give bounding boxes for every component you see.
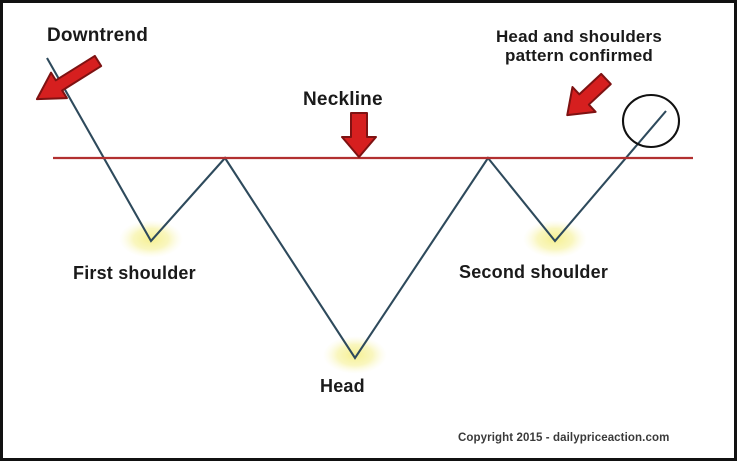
label-pattern-confirmed-line2: pattern confirmed [505,46,653,66]
downtrend-arrow-icon [35,54,103,101]
price-line [46,57,667,360]
head-highlight [323,336,387,374]
diagram-canvas: Downtrend Neckline Head and shoulders pa… [3,3,734,458]
second-shoulder-highlight [523,220,587,258]
label-neckline: Neckline [303,89,383,110]
breakout-circle [621,93,681,149]
label-first-shoulder: First shoulder [73,263,196,283]
pattern-confirmed-arrow-icon [566,72,612,117]
label-pattern-confirmed-line1: Head and shoulders [495,27,663,46]
copyright-notice: Copyright 2015 - dailypriceaction.com [458,432,670,444]
neckline-arrow-icon [341,112,377,158]
label-downtrend: Downtrend [47,25,149,46]
label-second-shoulder: Second shoulder [459,262,609,282]
label-pattern-confirmed: Head and shoulders pattern confirmed [465,27,693,65]
chart-svg [35,54,693,374]
label-head: Head [320,376,365,396]
